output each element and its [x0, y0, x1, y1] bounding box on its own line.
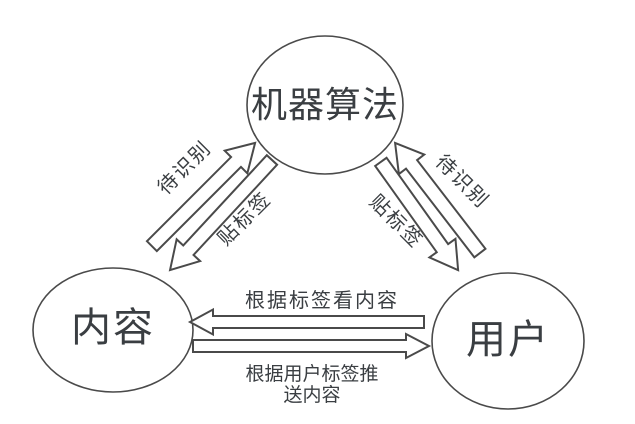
- node-algorithm-label: 机器算法: [250, 84, 400, 126]
- edge-label-user-to-content: 根据标签看内容: [245, 290, 399, 312]
- arrow-user-to-algorithm: [393, 141, 487, 259]
- arrow-content-to-algorithm: [145, 141, 257, 253]
- node-user-shape: [431, 272, 585, 410]
- arrow-user-to-content: [187, 307, 425, 337]
- node-content-label: 内容: [71, 306, 155, 350]
- node-algorithm-shape: [246, 35, 404, 175]
- edge-label-content-to-user: 根据用户标签推送内容: [245, 364, 379, 406]
- node-content-shape: [32, 267, 194, 393]
- arrow-algorithm-to-content: [168, 153, 279, 272]
- arrow-content-to-user: [192, 332, 432, 360]
- arrow-algorithm-to-user: [373, 156, 460, 272]
- node-user-label: 用户: [466, 318, 550, 362]
